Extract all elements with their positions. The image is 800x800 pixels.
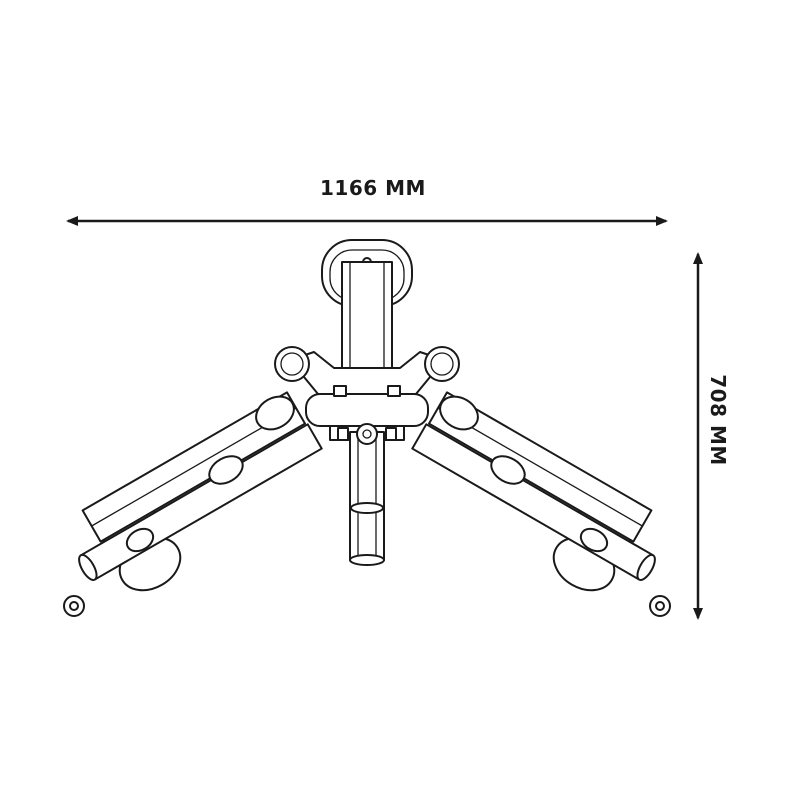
center-pin <box>349 423 385 566</box>
width-dimension-label: 1166 MM <box>320 176 426 200</box>
left-tube-end <box>63 595 85 617</box>
left-handle-knob <box>274 346 310 382</box>
height-dimension-label: 708 MM <box>706 374 730 466</box>
right-handle-knob <box>424 346 460 382</box>
right-tube-end <box>649 595 671 617</box>
left-arm <box>63 391 323 617</box>
right-arm <box>411 391 671 617</box>
